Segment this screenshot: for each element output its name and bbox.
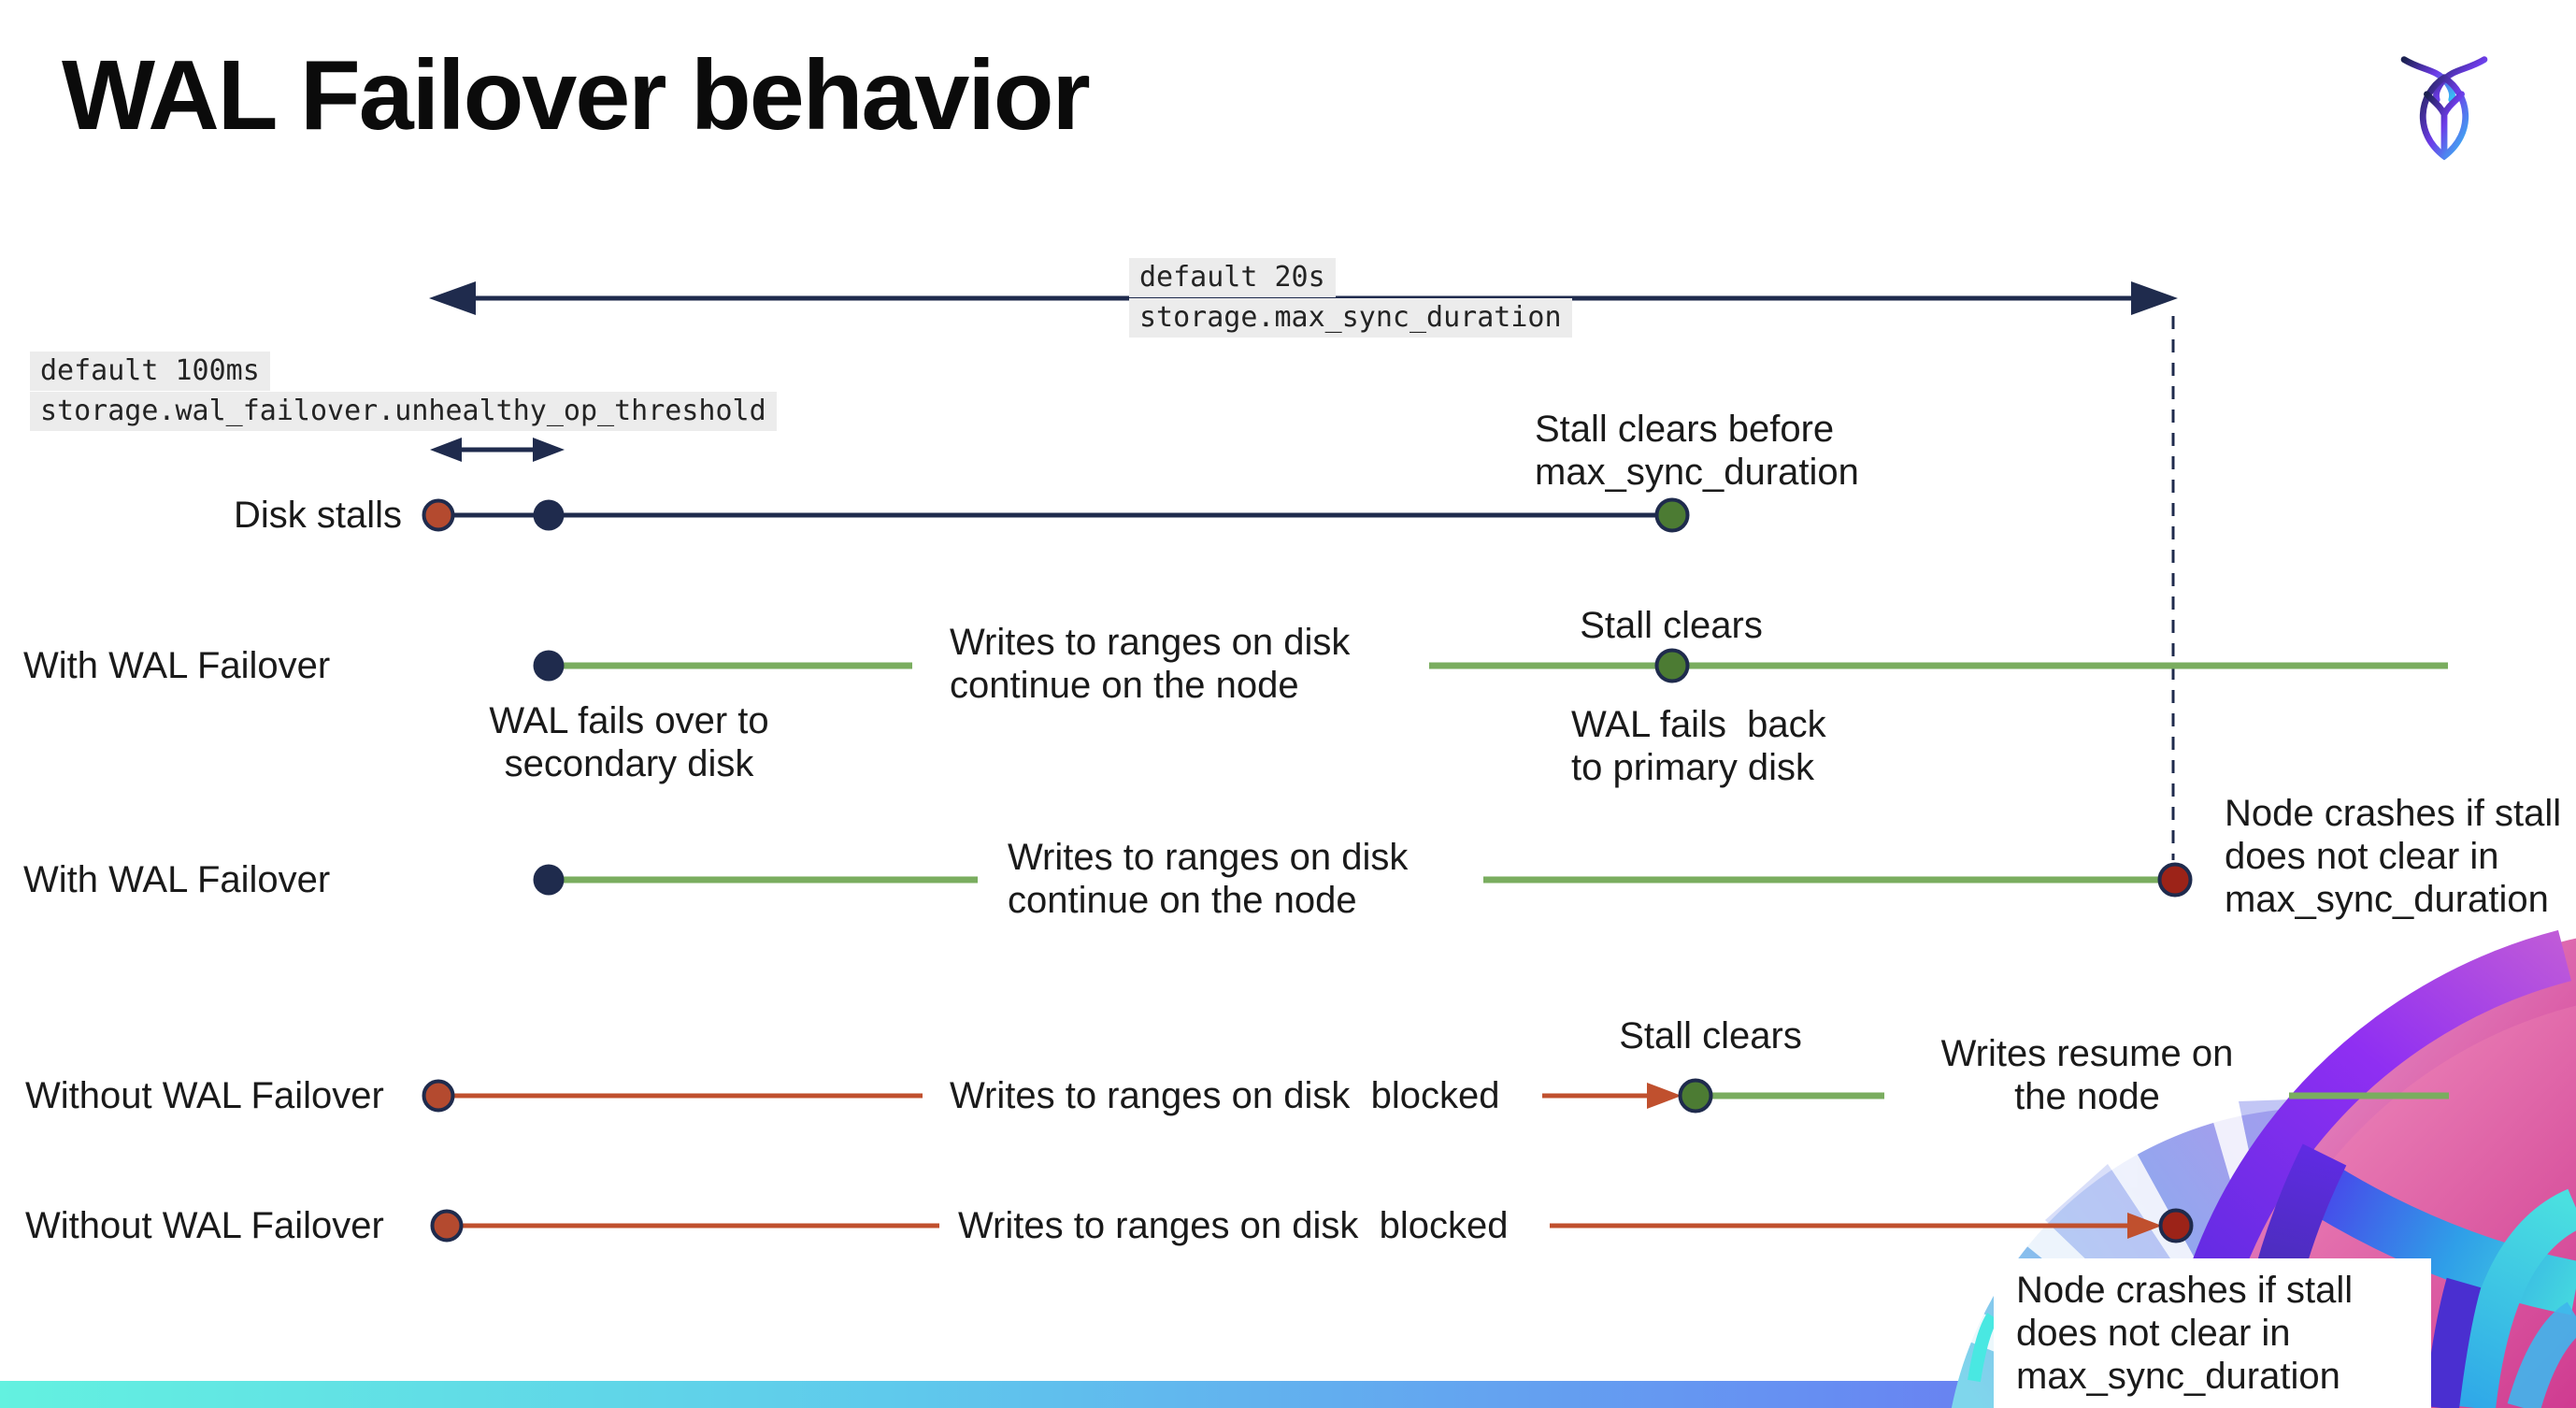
cyan-sliver bbox=[1968, 1313, 1998, 1383]
logo-stem bbox=[2424, 91, 2465, 158]
threshold-arrowhead-left bbox=[430, 438, 462, 462]
annotation-writes-blocked-1: Writes to ranges on disk blocked bbox=[950, 1075, 1500, 1116]
row-label-with-wal-failover-2: With WAL Failover bbox=[23, 859, 331, 900]
annotation-writes-resume: Writes resume on the node bbox=[1940, 1033, 2234, 1117]
stall-clears-dot bbox=[1678, 1078, 1713, 1113]
annotation-writes-continue-2: Writes to ranges on disk continue on the… bbox=[1008, 837, 1409, 921]
max-sync-default-chip: default 20s bbox=[1129, 258, 1336, 297]
row-label-disk-stalls: Disk stalls bbox=[233, 495, 402, 536]
annotation-writes-continue-1: Writes to ranges on disk continue on the… bbox=[950, 622, 1351, 706]
annotation-writes-blocked-2: Writes to ranges on disk blocked bbox=[958, 1205, 1509, 1246]
annotation-node-crashes-1: Node crashes if stall does not clear in … bbox=[2225, 793, 2562, 920]
annotation-stall-clears-before: Stall clears before max_sync_duration bbox=[1535, 409, 1859, 493]
page-title: WAL Failover behavior bbox=[62, 40, 1091, 151]
red-arrowhead bbox=[2127, 1213, 2162, 1239]
unhealthy-default-chip: default 100ms bbox=[30, 352, 270, 391]
stall-start-dot bbox=[422, 498, 455, 532]
stall-start-dot bbox=[422, 1079, 455, 1113]
max-sync-arrowhead-left bbox=[429, 281, 476, 315]
row-label-without-wal-failover-2: Without WAL Failover bbox=[25, 1205, 384, 1246]
threshold-dot bbox=[533, 499, 565, 531]
unhealthy-setting-chip: storage.wal_failover.unhealthy_op_thresh… bbox=[30, 392, 777, 431]
timeline-with-failover-1 bbox=[533, 648, 2448, 683]
annotation-wal-fails-over: WAL fails over to secondary disk bbox=[489, 700, 769, 784]
cockroachdb-logo-icon bbox=[2400, 56, 2488, 161]
stall-clears-dot bbox=[1654, 497, 1690, 533]
timeline-disk-stalls bbox=[422, 497, 1690, 533]
annotation-stall-clears-2: Stall clears bbox=[1619, 1015, 1802, 1056]
crash-dot bbox=[2158, 1208, 2194, 1243]
annotation-node-crashes-2: Node crashes if stall does not clear in … bbox=[2016, 1270, 2354, 1397]
row-label-without-wal-failover-1: Without WAL Failover bbox=[25, 1075, 384, 1116]
failover-dot bbox=[533, 864, 565, 896]
crash-dot bbox=[2157, 862, 2193, 898]
row-label-with-wal-failover-1: With WAL Failover bbox=[23, 645, 331, 686]
logo-glyph bbox=[2400, 56, 2488, 161]
cyan-leg-1 bbox=[2454, 1188, 2576, 1408]
unhealthy-op-threshold-arrow bbox=[430, 438, 565, 462]
annotation-stall-clears-1: Stall clears bbox=[1580, 605, 1763, 646]
annotation-wal-fails-back: WAL fails back to primary disk bbox=[1571, 704, 1826, 788]
red-arrowhead bbox=[1647, 1083, 1682, 1109]
max-sync-setting-chip: storage.max_sync_duration bbox=[1129, 298, 1572, 338]
stall-clears-dot bbox=[1654, 648, 1690, 683]
failover-dot bbox=[533, 650, 565, 682]
max-sync-arrowhead-right bbox=[2131, 281, 2178, 315]
threshold-arrowhead-right bbox=[533, 438, 565, 462]
stall-start-dot bbox=[430, 1209, 464, 1243]
